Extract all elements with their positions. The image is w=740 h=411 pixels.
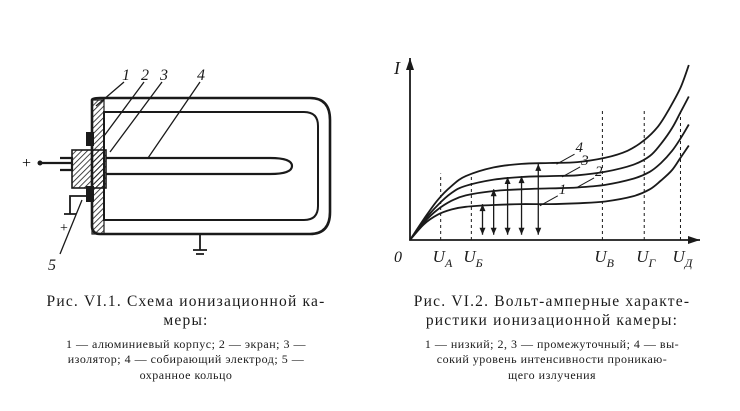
insulator-block [71, 149, 107, 189]
series-curve-2 [409, 124, 690, 241]
origin-label: 0 [394, 249, 402, 266]
arrow-layer [479, 163, 542, 235]
callout-leader-5 [59, 199, 83, 255]
guard-lead [64, 195, 86, 215]
housing-outline [90, 96, 332, 236]
x-tick-label: UБ [463, 247, 482, 270]
x-tick-label: UВ [594, 247, 614, 270]
series-label-1: 1 [559, 182, 567, 198]
y-axis-arrow [406, 58, 414, 70]
y-axis-label: I [393, 58, 401, 78]
callout-4: 4 [197, 67, 205, 84]
figure1-caption: Рис. VI.1. Схема ионизационной ка- меры:… [16, 292, 356, 384]
level-arrow-head [490, 189, 497, 197]
series-curve-4 [409, 64, 690, 241]
polarity-plus-bottom: + [60, 221, 68, 236]
x-tick-label: UГ [636, 247, 656, 270]
figure1-caption-legend: 1 — алюминиевый корпус; 2 — экран; 3 — и… [66, 336, 306, 382]
level-arrow-head [518, 176, 525, 184]
figure1-caption-title: Рис. VI.1. Схема ионизационной ка- меры: [46, 293, 326, 330]
level-arrow-tail [504, 227, 511, 235]
x-tick-label: UА [433, 247, 453, 270]
x-tick-subscript: Б [475, 256, 483, 270]
callout-1: 1 [122, 67, 130, 84]
x-tick-subscript: В [607, 256, 615, 270]
polarity-plus-left: + [22, 155, 31, 172]
callout-3: 3 [159, 67, 168, 84]
figure2-caption-title: Рис. VI.2. Вольт-амперные характе- ристи… [413, 293, 691, 330]
series-label-leader-1 [539, 195, 559, 207]
figure2-caption: Рис. VI.2. Вольт-амперные характе- ристи… [382, 292, 722, 384]
callout-2: 2 [141, 67, 149, 84]
level-arrow-tail [535, 227, 542, 235]
guard-ring-bottom [86, 186, 94, 202]
series-curve-1 [409, 145, 690, 241]
level-arrow-tail [518, 227, 525, 235]
x-tick-subscript: Д [684, 256, 694, 270]
callout-5: 5 [48, 257, 56, 274]
x-tick-subscript: Г [648, 256, 657, 270]
series-curve-3 [409, 96, 690, 241]
collecting-electrode [106, 156, 294, 176]
level-arrow-tail [479, 227, 486, 235]
x-tick-subscript: А [444, 256, 453, 270]
terminal-dot [37, 160, 43, 166]
guard-ring-top [86, 132, 94, 146]
x-axis-arrow [688, 236, 700, 244]
terminal-rod [40, 156, 74, 172]
level-arrow-head [479, 204, 486, 212]
level-arrow-head [535, 163, 542, 171]
series-label-4: 4 [576, 140, 584, 156]
level-arrow-tail [490, 227, 497, 235]
ionization-chamber-diagram: 1 2 3 4 5 + + [22, 67, 332, 274]
ground-icon [193, 234, 207, 255]
series-label-leader-4 [556, 153, 575, 165]
series-label-leader-3 [561, 166, 581, 178]
callout-leaders [95, 81, 201, 159]
screen-outline [103, 111, 319, 221]
figure2-caption-legend: 1 — низкий; 2, 3 — промежуточный; 4 — вы… [424, 336, 680, 382]
x-tick-label: UД [672, 247, 693, 270]
series-label-leader-2 [575, 177, 595, 189]
level-arrow-head [504, 177, 511, 184]
